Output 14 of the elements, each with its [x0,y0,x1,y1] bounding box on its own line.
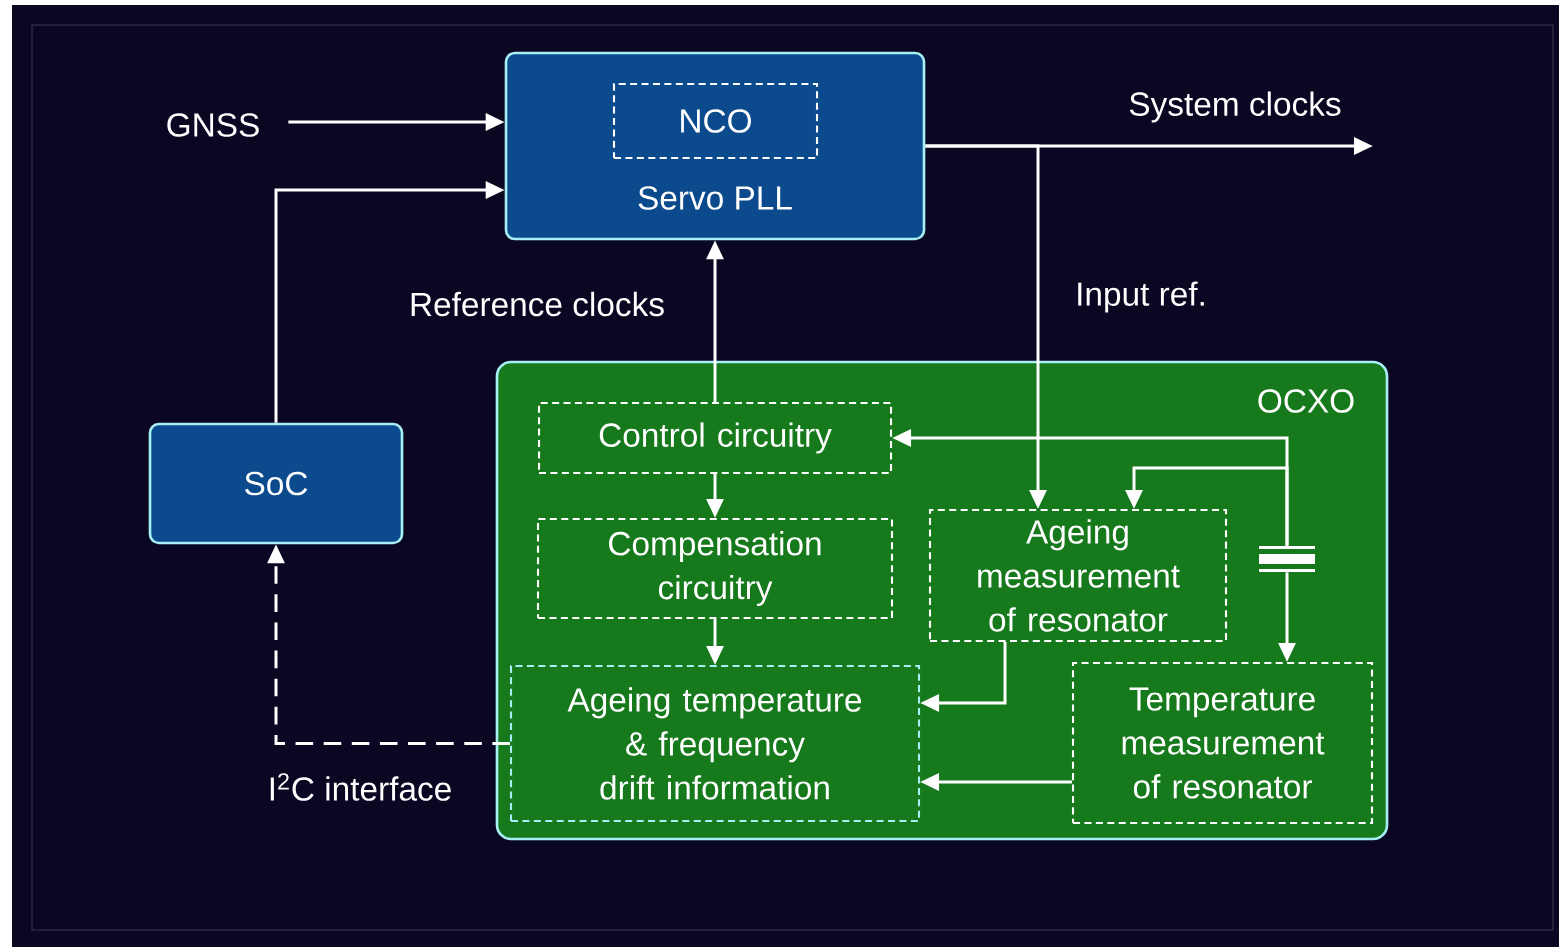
edge-label: System clocks [1129,91,1341,123]
process-box: Compensation circuitry [536,517,894,620]
process-box: Ageing temperature & frequency drift information [509,664,921,823]
edge-label: Reference clocks [411,291,664,317]
crystal-symbol [1259,546,1315,572]
edge-label: Input ref. [1078,281,1204,313]
edge-label: I$^{2}$C interface [270,773,451,801]
nco-box: NCO [612,82,819,160]
soc-box: SoC [148,422,404,545]
process-box: Control circuitry [537,401,893,475]
arrow [1125,466,1289,546]
process-box: Temperature measurement of resonator [1071,661,1374,825]
process-box: Ageing measurement of resonator [928,508,1228,643]
signal-label: GNSS [167,113,259,137]
